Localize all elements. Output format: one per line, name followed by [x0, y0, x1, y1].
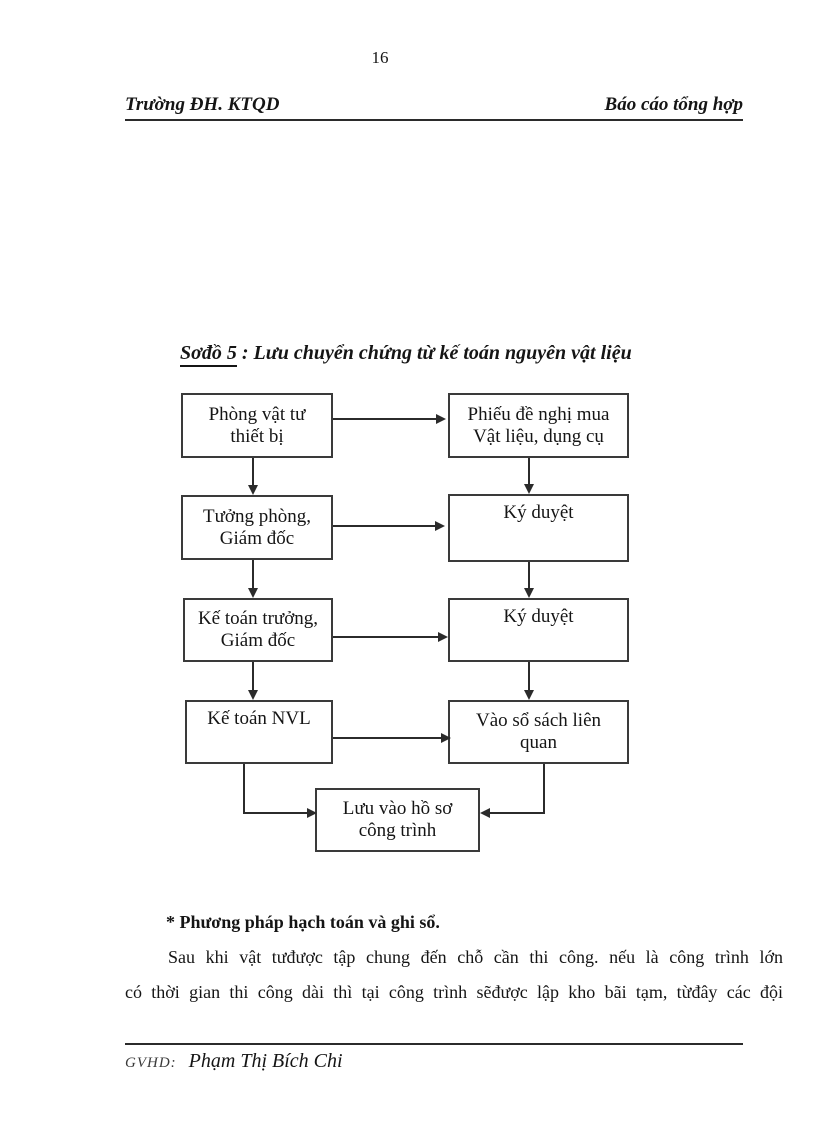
box-line: Tưởng phòng, — [203, 505, 311, 527]
box-line: Giám đốc — [219, 527, 295, 549]
box-line: công trình — [358, 820, 437, 841]
arrow-down-icon — [248, 588, 258, 598]
flow-box-truong-phong: Tưởng phòng, Giám đốc — [181, 495, 333, 560]
arrow-down-icon — [248, 690, 258, 700]
flow-box-ke-toan-nvl: Kế toán NVL — [185, 700, 333, 764]
arrow-right-icon — [441, 733, 451, 743]
page-number: 16 — [371, 48, 389, 67]
body-line-2: có thời gian thi công dài thì tại công t… — [125, 982, 783, 1002]
arrow-shaft — [252, 458, 254, 486]
arrow-shaft — [252, 662, 254, 691]
box-line: Phiếu đề nghị mua — [467, 403, 610, 425]
box-line: Giám đốc — [220, 630, 296, 651]
arrow-shaft — [528, 562, 530, 589]
flow-box-phong-vat-tu: Phòng vật tư thiết bị — [181, 393, 333, 458]
diagram-title: Sơđồ 5 : Lưu chuyển chứng từ kế toán ngu… — [180, 342, 632, 367]
box-line: thiết bị — [230, 425, 284, 447]
connector-shaft — [243, 764, 245, 814]
arrow-shaft — [528, 458, 530, 485]
connector-shaft — [543, 764, 545, 814]
arrow-down-icon — [524, 690, 534, 700]
arrow-right-icon — [438, 632, 448, 642]
arrow-shaft — [333, 737, 441, 739]
header-rule — [125, 119, 743, 121]
flow-box-ky-duyet-1: Ký duyệt — [448, 494, 629, 562]
arrow-right-icon — [436, 414, 446, 424]
footer-advisor-name: Phạm Thị Bích Chi — [188, 1050, 343, 1072]
page-header: Trường ĐH. KTQD Báo cáo tổng hợp — [125, 94, 743, 116]
page-footer: GVHD: Phạm Thị Bích Chi — [125, 1050, 343, 1073]
box-line: Lưu vào hồ sơ — [342, 798, 453, 819]
box-line: Ký duyệt — [503, 606, 574, 627]
flow-box-ky-duyet-2: Ký duyệt — [448, 598, 629, 662]
box-line: Vật liệu, dụng cụ — [473, 425, 604, 447]
arrow-down-icon — [524, 588, 534, 598]
box-line: Phòng vật tư — [208, 403, 306, 425]
diagram-title-text: : Lưu chuyển chứng từ kế toán nguyên vật… — [236, 342, 632, 364]
diagram-title-number: Sơđồ 5 — [180, 342, 237, 367]
arrow-right-icon — [307, 808, 317, 818]
flow-box-phieu-de-nghi: Phiếu đề nghị mua Vật liệu, dụng cụ — [448, 393, 629, 458]
box-line: Ký duyệt — [503, 502, 574, 523]
flow-box-ke-toan-truong: Kế toán trưởng, Giám đốc — [183, 598, 333, 662]
arrow-shaft — [333, 636, 438, 638]
arrow-down-icon — [248, 485, 258, 495]
header-right-text: Báo cáo tổng hợp — [604, 94, 743, 115]
connector-shaft — [488, 812, 545, 814]
box-line: Vào sổ sách liên — [475, 710, 602, 731]
connector-shaft — [243, 812, 307, 814]
box-line: Kế toán NVL — [207, 708, 311, 729]
arrow-shaft — [252, 560, 254, 589]
body-heading: * Phương pháp hạch toán và ghi sổ. — [166, 912, 440, 932]
box-line: quan — [520, 732, 557, 753]
footer-rule — [125, 1043, 743, 1045]
arrow-down-icon — [524, 484, 534, 494]
body-paragraph: * Phương pháp hạch toán và ghi sổ. Sau k… — [125, 905, 783, 1010]
flow-box-vao-so-sach: Vào sổ sách liên quan — [448, 700, 629, 764]
arrow-shaft — [333, 525, 435, 527]
arrow-shaft — [528, 662, 530, 691]
arrow-shaft — [333, 418, 436, 420]
box-line: Kế toán trưởng, — [197, 608, 319, 629]
footer-label: GVHD: — [125, 1055, 177, 1071]
header-left-text: Trường ĐH. KTQD — [125, 94, 280, 115]
body-line-1: Sau khi vật tưđược tập chung đến chỗ cần… — [168, 947, 783, 967]
arrow-left-icon — [480, 808, 490, 818]
flow-box-luu-ho-so: Lưu vào hồ sơ công trình — [315, 788, 480, 852]
arrow-right-icon — [435, 521, 445, 531]
